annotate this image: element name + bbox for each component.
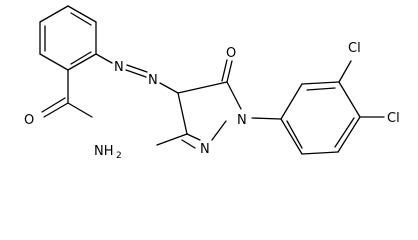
carbonyl-double-bond [221, 59, 228, 82]
azo-nitrogen-2-label: N [148, 73, 158, 88]
bond [301, 81, 340, 85]
amide-nitrogen-label: NH [94, 144, 114, 159]
bond [177, 81, 228, 94]
bond [95, 53, 113, 64]
double-bond-inner [70, 51, 92, 65]
pyrazolone-ring: N N [177, 81, 247, 157]
amide-oxygen-label: O [24, 113, 34, 128]
bond [67, 102, 93, 118]
double-bond-inner [286, 120, 303, 149]
bond [226, 81, 242, 110]
chloro-substituents: Cl Cl [338, 41, 400, 126]
bond [39, 53, 69, 71]
keto-oxygen-label: O [226, 46, 236, 61]
chlorine-4-label: Cl [387, 111, 400, 126]
n-aryl-link [251, 117, 282, 120]
dichlorophenyl-ring [280, 81, 361, 155]
bond [280, 83, 303, 120]
amide-nitrogen-subscript: 2 [116, 151, 122, 161]
azo-double-bond [125, 69, 147, 78]
bond [338, 81, 361, 118]
methyl-group [156, 133, 188, 146]
bond [338, 60, 352, 83]
double-bond-inner [306, 87, 336, 91]
imine-double-bond [181, 139, 196, 149]
bond [251, 117, 282, 120]
bond [186, 133, 201, 141]
molecule-drawing: O NH 2 N N N N O [24, 5, 400, 161]
azo-nitrogen-1-label: N [114, 60, 124, 75]
bond [177, 92, 188, 135]
bond [67, 5, 97, 23]
double-bond-inner [334, 117, 355, 148]
bond [67, 53, 97, 71]
benzamide-ring [39, 5, 97, 71]
ring-nitrogen-2-label: N [200, 142, 210, 157]
bond [39, 5, 69, 23]
ketone-group: O [221, 46, 236, 83]
ring-nitrogen-1-label: N [237, 113, 247, 128]
azo-double-bond [126, 64, 148, 73]
carbonyl-double-bond [226, 60, 233, 83]
double-bond-inner [70, 12, 92, 26]
bond [301, 151, 339, 155]
azo-linkage: N N [95, 53, 179, 94]
chlorine-3-label: Cl [348, 41, 361, 56]
bond [211, 120, 227, 141]
methyl-bond [156, 133, 188, 146]
amide-group: O NH 2 [24, 69, 122, 161]
bond [280, 118, 303, 155]
bond [159, 82, 179, 94]
structure-diagram: O NH 2 N N N N O [24, 5, 400, 161]
carbonyl-double-bond [43, 102, 69, 118]
carbonyl-double-bond [41, 97, 66, 113]
bond [337, 116, 361, 153]
